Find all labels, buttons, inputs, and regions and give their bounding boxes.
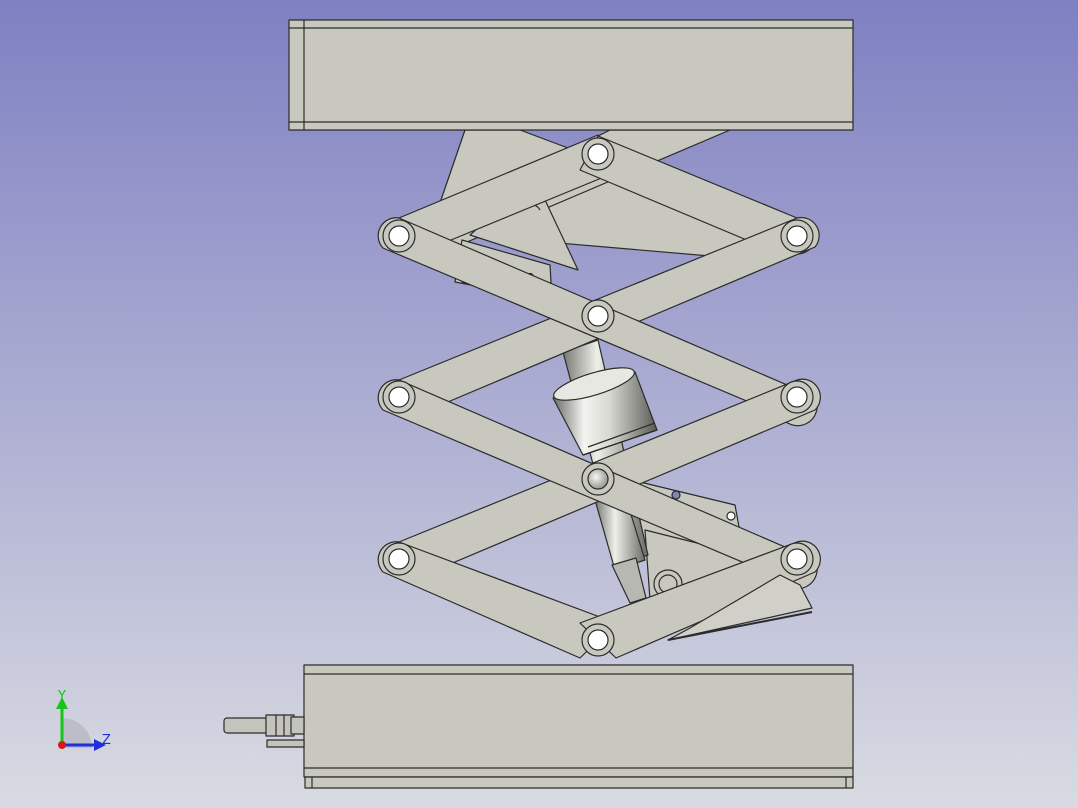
pivot-pin[interactable] (581, 623, 615, 657)
pivot-pin[interactable] (780, 380, 814, 414)
pivot-pin[interactable] (382, 380, 416, 414)
axis-triad: Y Z (56, 689, 111, 751)
top-platform[interactable] (288, 19, 854, 131)
pivot-pins[interactable] (382, 137, 814, 657)
base-frame[interactable] (303, 664, 854, 789)
pivot-pin[interactable] (581, 462, 615, 496)
z-axis-arrow (94, 739, 106, 751)
y-axis-label: Y (57, 689, 66, 704)
pivot-pin[interactable] (581, 137, 615, 171)
pivot-pin[interactable] (581, 299, 615, 333)
bracket-hole (726, 511, 736, 521)
scissor-lift-model[interactable] (223, 19, 854, 789)
axis-rotation-arc (62, 718, 92, 748)
x-axis-dot (58, 741, 66, 749)
pivot-pin[interactable] (382, 542, 416, 576)
hydraulic-fitting[interactable] (223, 714, 305, 748)
pivot-pin[interactable] (780, 219, 814, 253)
pivot-pin[interactable] (382, 219, 416, 253)
z-axis-label: Z (102, 733, 111, 748)
scissor-arm[interactable] (377, 541, 617, 659)
y-axis-arrow (56, 697, 68, 709)
pivot-pin[interactable] (780, 542, 814, 576)
scissor-arm[interactable] (579, 540, 821, 659)
bracket-hole (671, 490, 681, 500)
roller-ramp (667, 574, 813, 641)
